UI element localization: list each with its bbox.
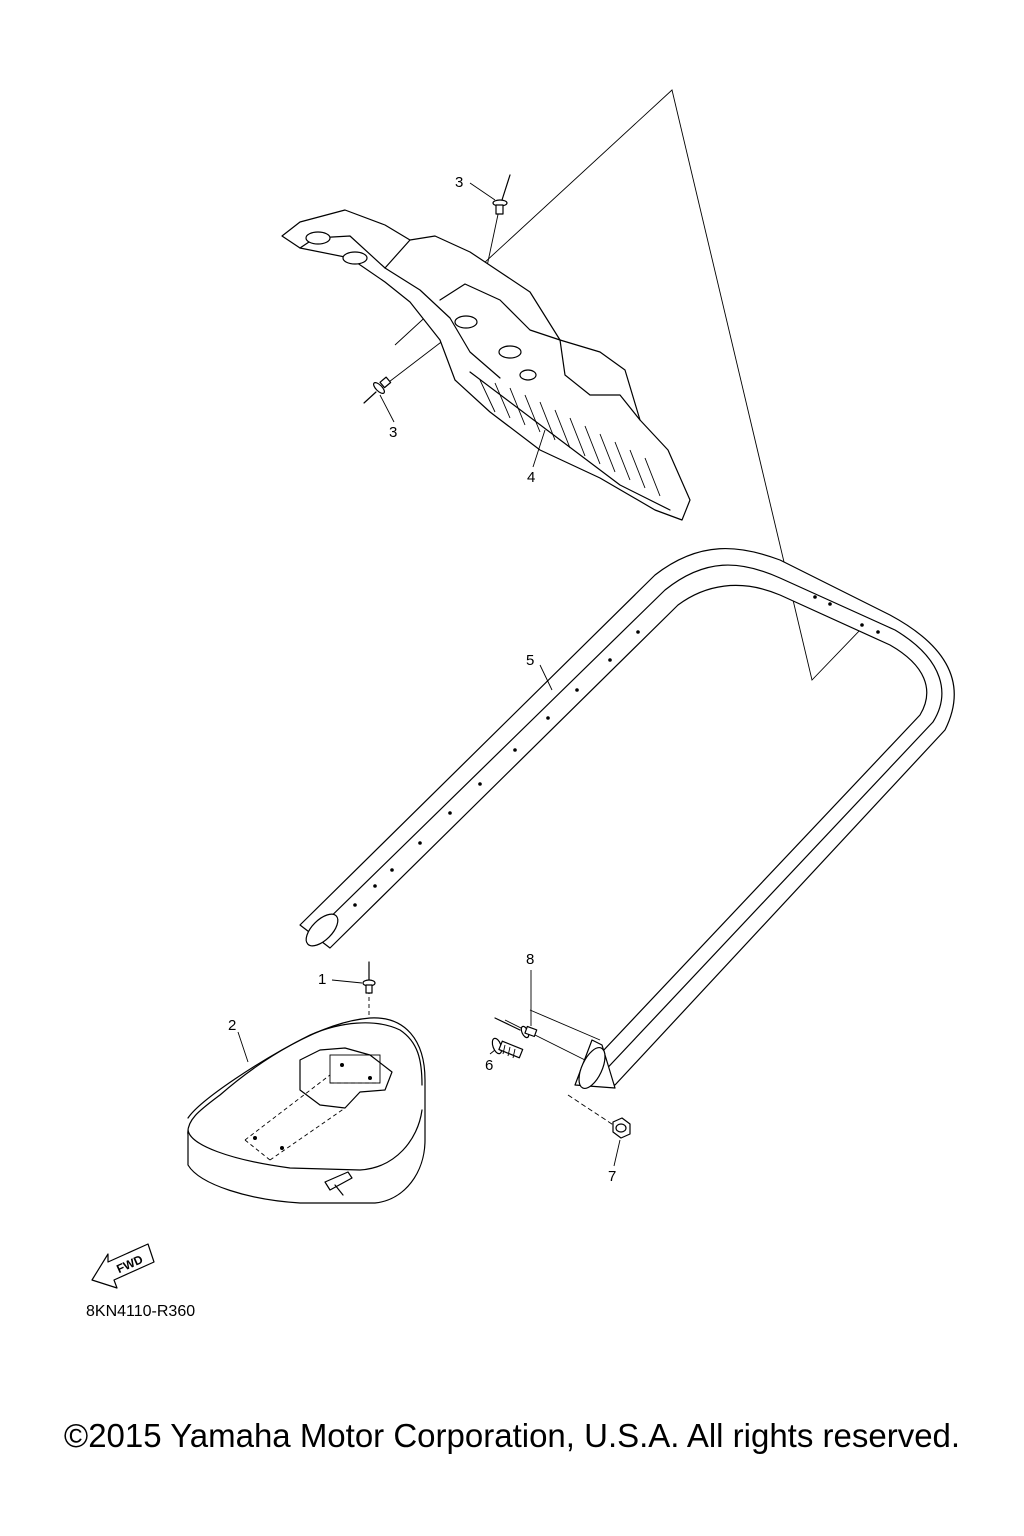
callout-1: 1: [318, 971, 326, 988]
part-3-rivet-upper: [492, 174, 511, 215]
callout-6: 6: [485, 1057, 493, 1074]
part-6-bolt: [491, 1037, 524, 1059]
callouts: 3 3 4 5 1 2 8 6 7: [228, 174, 616, 1185]
callout-5: 5: [526, 652, 534, 669]
callout-3-lower: 3: [389, 424, 397, 441]
diagram-code: 8KN4110-R360: [86, 1303, 196, 1320]
callout-8: 8: [526, 951, 534, 968]
callout-leaders: [237, 182, 621, 1167]
callout-7: 7: [608, 1168, 616, 1185]
fwd-arrow-icon: FWD: [91, 1243, 155, 1289]
part-5-rail: [299, 548, 955, 1089]
part-8-rivet: [494, 1017, 538, 1039]
part-2-pad: [187, 1017, 426, 1204]
callout-4: 4: [527, 469, 535, 486]
copyright-notice: ©2015 Yamaha Motor Corporation, U.S.A. A…: [63, 1417, 961, 1454]
part-4-tray: [281, 209, 691, 521]
part-7-nut: [612, 1117, 631, 1139]
part-3-rivet-lower: [363, 376, 392, 404]
callout-3-upper: 3: [455, 174, 463, 191]
callout-2: 2: [228, 1017, 236, 1034]
leader-lines: [368, 89, 863, 1129]
part-1-rivet: [362, 961, 376, 994]
